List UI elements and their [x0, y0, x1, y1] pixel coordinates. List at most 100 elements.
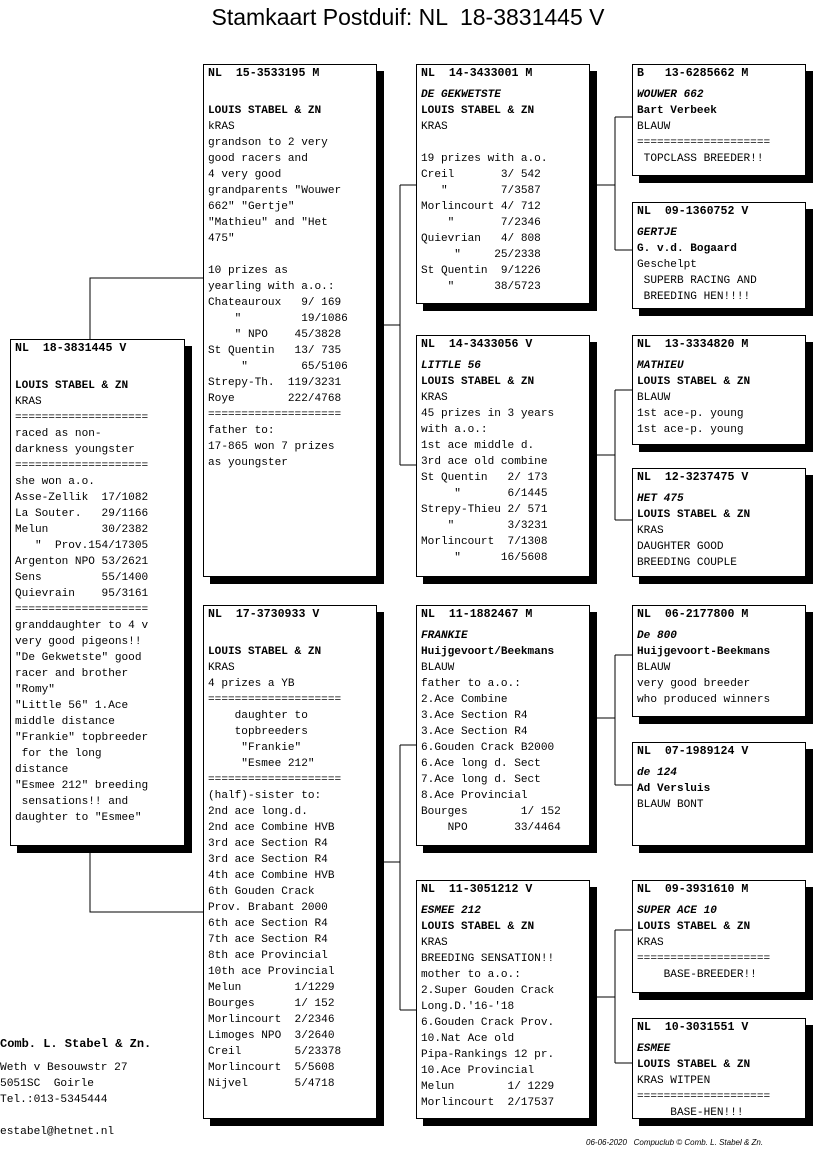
- pedigree-text-line: KRAS: [421, 121, 448, 133]
- pedigree-text-line: " Prov.154/17305: [15, 540, 149, 552]
- pedigree-text-line: Bourges 1/ 152: [421, 806, 561, 818]
- pedigree-text-line: Creil 3/ 542: [421, 169, 541, 181]
- pedigree-text-line: LOUIS STABEL & ZN: [421, 376, 535, 388]
- pedigree-text-line: " 38/5723: [421, 281, 541, 293]
- ring-number: NL 06-2177800 M: [637, 608, 749, 621]
- pedigree-text-line: "Little 56" 1.Ace: [15, 700, 129, 712]
- pedigree-text-line: ====================: [15, 460, 149, 472]
- pedigree-text-line: granddaughter to 4 v: [15, 620, 149, 632]
- pedigree-text-line: St Quentin 13/ 735: [208, 345, 342, 357]
- pedigree-text-line: LOUIS STABEL & ZN: [421, 105, 535, 117]
- pedigree-text-line: ESMEE: [637, 1043, 671, 1055]
- owner-street: Weth v Besouwstr 27: [0, 1062, 128, 1074]
- pedigree-text-line: La Souter. 29/1166: [15, 508, 149, 520]
- pedigree-text-line: 10.Ace Provincial: [421, 1065, 535, 1077]
- ring-number: B 13-6285662 M: [637, 67, 749, 80]
- pedigree-text-line: de 124: [637, 767, 677, 779]
- ring-number: NL 17-3730933 V: [208, 608, 320, 621]
- pedigree-text-line: 8.Ace Provincial: [421, 790, 528, 802]
- ring-number: NL 10-3031551 V: [637, 1021, 749, 1034]
- pedigree-text-line: BREEDING SENSATION!!: [421, 953, 555, 965]
- mm-father-card: NL 09-3931610 M SUPER ACE 10 LOUIS STABEL …: [632, 880, 806, 993]
- pedigree-text-line: Ad Versluis: [637, 783, 711, 795]
- pedigree-text-line: " 25/2338: [421, 249, 541, 261]
- pedigree-text-line: daughter to: [208, 710, 308, 722]
- pedigree-text-line: 7th ace Section R4: [208, 934, 328, 946]
- pedigree-text-line: yearling with a.o.:: [208, 281, 335, 293]
- pedigree-text-line: 4th ace Combine HVB: [208, 870, 335, 882]
- pedigree-text-line: 6th Gouden Crack: [208, 886, 315, 898]
- pedigree-text-line: ====================: [208, 694, 342, 706]
- pedigree-text-line: daughter to "Esmee": [15, 812, 142, 824]
- pedigree-text-line: Prov. Brabant 2000: [208, 902, 328, 914]
- pedigree-text-line: KRAS: [15, 396, 42, 408]
- pedigree-text-line: 3.Ace Section R4: [421, 710, 528, 722]
- pedigree-text-line: with a.o.:: [421, 424, 488, 436]
- pedigree-text-line: "Mathieu" and "Het: [208, 217, 328, 229]
- pedigree-text-line: 2.Ace Combine: [421, 694, 508, 706]
- pedigree-text-line: middle distance: [15, 716, 115, 728]
- owner-email: estabel@hetnet.nl: [0, 1126, 115, 1138]
- pedigree-text-line: HET 475: [637, 493, 684, 505]
- pedigree-text-line: sensations!! and: [15, 796, 129, 808]
- pedigree-text-line: 8th ace Provincial: [208, 950, 328, 962]
- pedigree-text-line: Quievrian 4/ 808: [421, 233, 541, 245]
- pedigree-text-line: KRAS: [421, 937, 448, 949]
- pedigree-text-line: G. v.d. Bogaard: [637, 243, 737, 255]
- pedigree-text-line: Morlincourt 4/ 712: [421, 201, 541, 213]
- ring-number: NL 14-3433001 M: [421, 67, 533, 80]
- pedigree-text-line: Nijvel 5/4718: [208, 1078, 335, 1090]
- ring-number: NL 14-3433056 V: [421, 338, 533, 351]
- pedigree-text-line: Bourges 1/ 152: [208, 998, 335, 1010]
- pedigree-text-line: mother to a.o.:: [421, 969, 521, 981]
- ring-number: NL 18-3831445 V: [15, 342, 127, 355]
- pedigree-text-line: very good pigeons!!: [15, 636, 142, 648]
- pedigree-text-line: LOUIS STABEL & ZN: [637, 509, 751, 521]
- pedigree-text-line: Creil 5/23378: [208, 1046, 342, 1058]
- pedigree-text-line: "Romy": [15, 684, 55, 696]
- pedigree-text-line: " 6/1445: [421, 488, 548, 500]
- pedigree-text-line: DAUGHTER GOOD: [637, 541, 724, 553]
- pedigree-text-line: Huijgevoort-Beekmans: [637, 646, 771, 658]
- pedigree-text-line: " 3/3231: [421, 520, 548, 532]
- page-title: Stamkaart Postduif: NL 18-3831445 V: [211, 4, 605, 30]
- pedigree-text-line: Sens 55/1400: [15, 572, 149, 584]
- pedigree-text-line: Asse-Zellik 17/1082: [15, 492, 149, 504]
- pedigree-text-line: LOUIS STABEL & ZN: [421, 921, 535, 933]
- pedigree-text-line: SUPER ACE 10: [637, 905, 717, 917]
- ring-number: NL 09-3931610 M: [637, 883, 749, 896]
- pedigree-text-line: GERTJE: [637, 227, 677, 239]
- owner-phone: Tel.:013-5345444: [0, 1094, 108, 1106]
- pedigree-text-line: Melun 30/2382: [15, 524, 149, 536]
- pedigree-text-line: LOUIS STABEL & ZN: [208, 646, 322, 658]
- pedigree-text-line: Melun 1/ 1229: [421, 1081, 555, 1093]
- pedigree-text-line: KRAS: [421, 392, 448, 404]
- pedigree-text-line: 2nd ace long.d.: [208, 806, 308, 818]
- pedigree-text-line: LOUIS STABEL & ZN: [637, 921, 751, 933]
- pedigree-text-line: 662" "Gertje": [208, 201, 295, 213]
- pedigree-text-line: Bart Verbeek: [637, 105, 717, 117]
- pedigree-text-line: ESMEE 212: [421, 905, 481, 917]
- pedigree-text-line: Geschelpt: [637, 259, 697, 271]
- pedigree-text-line: BLAUW: [637, 121, 671, 133]
- pedigree-text-line: 19 prizes with a.o.: [421, 153, 548, 165]
- ring-number: NL 12-3237475 V: [637, 471, 749, 484]
- pedigree-text-line: Quievrain 95/3161: [15, 588, 149, 600]
- pedigree-text-line: BLAUW: [421, 662, 455, 674]
- pedigree-text-line: Melun 1/1229: [208, 982, 335, 994]
- owner-city: 5051SC Goirle: [0, 1078, 94, 1090]
- pedigree-text-line: Chateauroux 9/ 169: [208, 297, 342, 309]
- pedigree-text-line: BLAUW: [637, 662, 671, 674]
- ring-number: NL 11-3051212 V: [421, 883, 533, 896]
- pedigree-text-line: [421, 135, 585, 151]
- pedigree-text-line: Argenton NPO 53/2621: [15, 556, 149, 568]
- pedigree-text-line: Morlincourt 5/5608: [208, 1062, 335, 1074]
- pedigree-text-line: BLAUW: [637, 392, 671, 404]
- pedigree-text-line: Long.D.'16-'18: [421, 1001, 515, 1013]
